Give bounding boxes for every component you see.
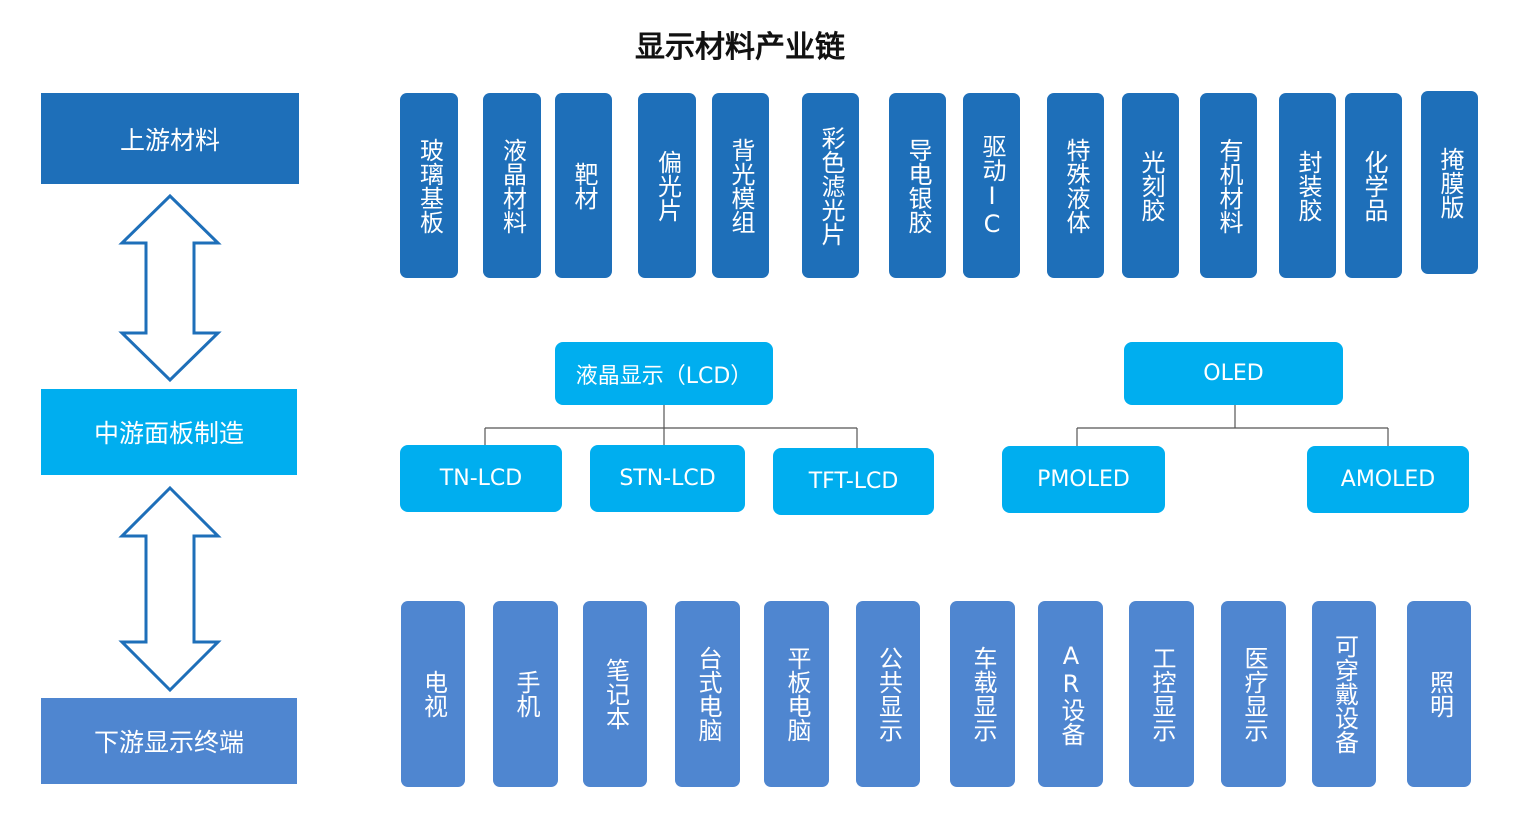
upstream-item: 背光模组 [712,93,769,278]
stage-downstream-label: 下游显示终端 [93,728,244,757]
stage-upstream-label: 上游材料 [119,125,220,155]
stage-upstream: 上游材料 [41,93,299,184]
upstream-item: 彩色滤光片 [802,93,859,278]
stage-midstream: 中游面板制造 [41,389,297,475]
downstream-item: 电视 [401,601,465,787]
upstream-item: 驱动IC [963,93,1020,278]
downstream-item: AR设备 [1038,601,1103,787]
upstream-item: 光刻胶 [1122,93,1179,278]
upstream-item: 掩膜版 [1421,91,1478,274]
double-arrow-icon [118,485,222,693]
oled-node: OLED [1124,342,1343,405]
upstream-item: 化学品 [1345,93,1402,278]
upstream-item: 靶材 [555,93,612,278]
downstream-item: 平板电脑 [764,601,829,787]
downstream-item: 车载显示 [950,601,1015,787]
diagram-title: 显示材料产业链 [635,30,845,65]
lcd-type-node: TN-LCD [400,445,562,512]
downstream-item: 可穿戴设备 [1312,601,1376,787]
upstream-item: 有机材料 [1200,93,1257,278]
lcd-type-node: TFT-LCD [773,448,934,515]
oled-type-node: AMOLED [1307,446,1469,513]
downstream-item: 工控显示 [1129,601,1194,787]
upstream-item: 封装胶 [1279,93,1336,278]
stage-downstream: 下游显示终端 [41,698,297,784]
downstream-item: 照明 [1407,601,1471,787]
upstream-item: 液晶材料 [483,93,541,278]
stage-midstream-label: 中游面板制造 [93,419,244,448]
downstream-item: 台式电脑 [675,601,740,787]
downstream-item: 公共显示 [856,601,920,787]
upstream-item: 特殊液体 [1047,93,1104,278]
double-arrow-icon [118,193,222,383]
downstream-item: 笔记本 [583,601,647,787]
upstream-item: 偏光片 [638,93,696,278]
oled-type-node: PMOLED [1002,446,1165,513]
downstream-item: 手机 [493,601,558,787]
upstream-item: 导电银胶 [889,93,946,278]
lcd-type-node: STN-LCD [590,445,745,512]
downstream-item: 医疗显示 [1221,601,1286,787]
lcd-node: 液晶显示（LCD） [555,342,773,405]
upstream-item: 玻璃基板 [400,93,458,278]
